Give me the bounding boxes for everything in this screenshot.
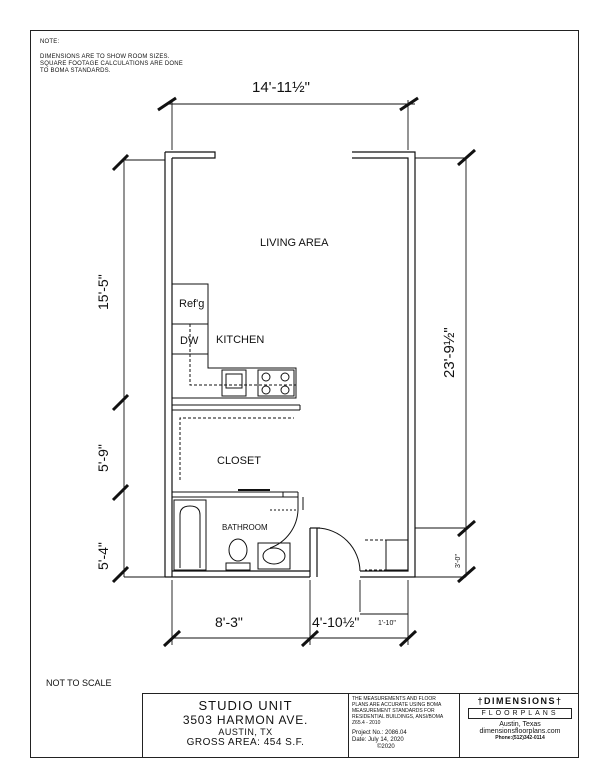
title-block-brand: †DIMENSIONS† FLOORPLANS Austin, Texas di… (459, 694, 580, 758)
drawing-sheet (30, 30, 579, 758)
bathroom-sink (257, 542, 291, 570)
unit-city: AUSTIN, TX (218, 727, 273, 737)
label-bathroom: BATHROOM (222, 523, 268, 532)
title-block-main: STUDIO UNIT 3503 HARMON AVE. AUSTIN, TX … (143, 694, 349, 758)
stove (257, 369, 295, 397)
brand-website: dimensionsfloorplans.com (479, 728, 561, 735)
kitchen-sink (221, 369, 247, 397)
title-block-info: THE MEASUREMENTS AND FLOOR PLANS ARE ACC… (352, 696, 452, 751)
bathtub (173, 499, 207, 571)
note-line-3: TO BOMA STANDARDS. (40, 68, 111, 74)
gross-area: GROSS AREA: 454 S.F. (186, 737, 305, 748)
label-dishwasher: DW (180, 335, 199, 347)
project-number: Project No.: 2086.04 (352, 730, 407, 736)
unit-address: 3503 HARMON AVE. (182, 713, 309, 727)
dimension-lines (111, 96, 476, 648)
toilet (228, 538, 248, 562)
dim-bottom-small: 1'-10" (378, 620, 396, 627)
interior-walls (172, 404, 304, 549)
brand-city: Austin, Texas (499, 721, 541, 728)
label-kitchen: KITCHEN (216, 334, 264, 346)
label-refrigerator: Ref'g (179, 298, 204, 310)
exterior-walls (164, 151, 416, 578)
title-block: STUDIO UNIT 3503 HARMON AVE. AUSTIN, TX … (142, 693, 579, 758)
note-title: NOTE: (40, 39, 60, 45)
dim-right-total: 23'-9½" (441, 327, 458, 378)
dim-left-mid: 5'-9" (95, 444, 111, 472)
label-closet: CLOSET (217, 455, 261, 467)
not-to-scale: NOT TO SCALE (46, 678, 112, 688)
disclaimer: THE MEASUREMENTS AND FLOOR PLANS ARE ACC… (352, 696, 443, 726)
brand-phone: Phone:(512)342-0114 (495, 735, 545, 741)
note-line-1: DIMENSIONS ARE TO SHOW ROOM SIZES. (40, 54, 170, 60)
note-block: NOTE: DIMENSIONS ARE TO SHOW ROOM SIZES.… (40, 39, 183, 75)
unit-name: STUDIO UNIT (198, 698, 293, 713)
dim-bottom-mid: 4'-10½" (312, 614, 359, 630)
dim-left-bottom: 5'-4" (95, 542, 111, 570)
kitchen-fixtures (171, 283, 297, 399)
brand-logo: †DIMENSIONS† (477, 696, 563, 706)
label-living-area: LIVING AREA (260, 237, 329, 249)
note-line-2: SQUARE FOOTAGE CALCULATIONS ARE DONE (40, 61, 184, 67)
dim-top-width: 14'-11½" (252, 79, 310, 96)
entry-fixtures (316, 527, 409, 572)
bathroom-fixtures (173, 499, 291, 571)
project-date: Date: July 14, 2020 (352, 737, 404, 743)
dim-bottom-left: 8'-3" (215, 614, 243, 630)
brand-subtitle: FLOORPLANS (468, 708, 572, 719)
dim-left-top: 15'-5" (95, 274, 111, 310)
copyright: ©2020 (377, 744, 395, 750)
dim-right-small: 3'-0" (455, 554, 462, 568)
